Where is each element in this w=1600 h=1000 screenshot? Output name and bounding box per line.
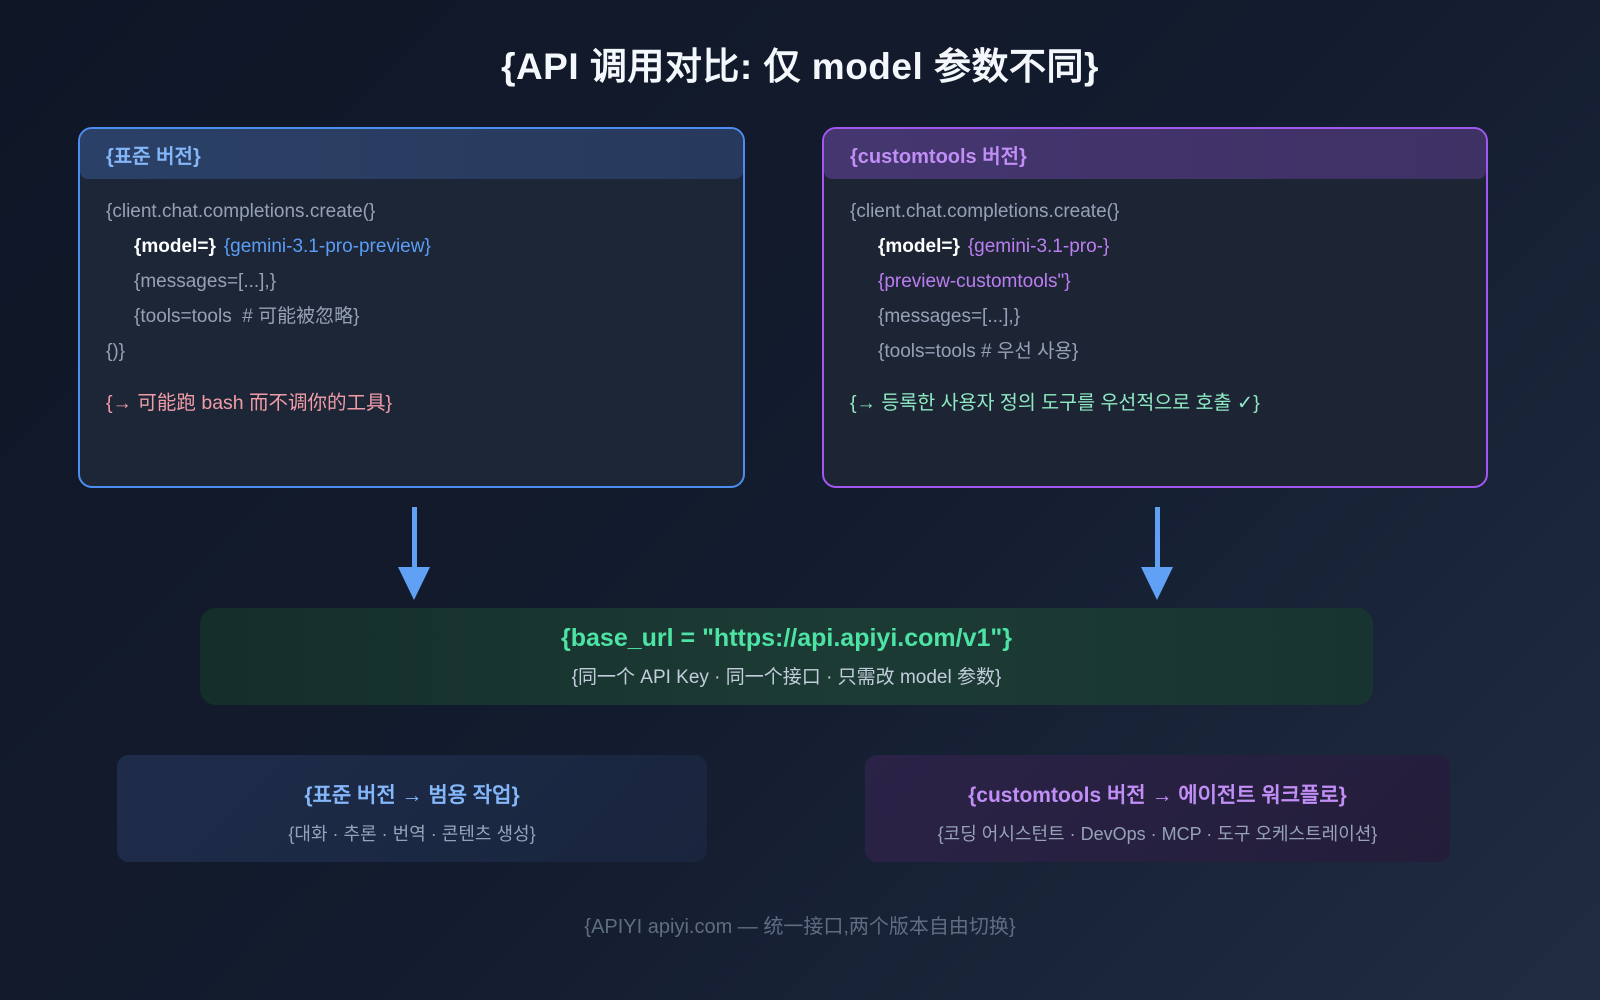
customtools-use-case-card: {customtools 버전 → 에이전트 워크플로} {코딩 어시스턴트 ·…	[865, 755, 1450, 862]
code-line: {)}	[106, 334, 717, 369]
base-url-value: {base_url = "https://api.apiyi.com/v1"}	[561, 624, 1012, 652]
arrow-head-icon	[398, 567, 430, 600]
standard-use-case-card: {표준 버전 → 범용 작업} {대화 · 추론 · 번역 · 콘텐츠 생성}	[117, 755, 707, 862]
code-model-value: {gemini-3.1-pro-preview}	[223, 236, 431, 257]
customtools-card-header: {customtools 버전}	[824, 129, 1486, 179]
code-line: {client.chat.completions.create(}	[850, 194, 1460, 229]
standard-card-header-label: {표준 버전}	[106, 145, 201, 168]
code-text: {messages=[...],}	[134, 271, 277, 292]
arrow-head-icon	[1141, 567, 1173, 600]
code-text: {messages=[...],}	[878, 306, 1021, 327]
customtools-version-card: {customtools 버전} {client.chat.completion…	[822, 127, 1488, 488]
code-text: {tools=tools # 可能被忽略}	[134, 306, 360, 327]
code-line: {messages=[...],}	[106, 264, 717, 299]
standard-card-warning-note: {→ 可能跑 bash 而不调你的工具}	[106, 392, 393, 414]
base-url-subtitle: {同一个 API Key · 同一个接口 · 只需改 model 参数}	[571, 667, 1002, 688]
customtools-use-case-title: {customtools 버전 → 에이전트 워크플로}	[968, 784, 1347, 807]
base-url-box: {base_url = "https://api.apiyi.com/v1"} …	[200, 608, 1373, 705]
code-line: {preview-customtools"}	[850, 264, 1460, 299]
code-text: {tools=tools # 우선 사용}	[878, 341, 1079, 362]
code-line: {client.chat.completions.create(}	[106, 194, 717, 229]
code-line: {model=} {gemini-3.1-pro-}	[850, 229, 1460, 264]
down-arrow-customtools	[1141, 507, 1173, 600]
code-line: {model=} {gemini-3.1-pro-preview}	[106, 229, 717, 264]
code-model-value: {preview-customtools"}	[878, 271, 1071, 292]
code-param-name: {model=}	[134, 236, 216, 257]
code-text: {client.chat.completions.create(}	[106, 201, 376, 222]
customtools-card-header-label: {customtools 버전}	[850, 145, 1027, 168]
code-text: {client.chat.completions.create(}	[850, 201, 1120, 222]
standard-use-case-subtitle: {대화 · 추론 · 번역 · 콘텐츠 생성}	[288, 824, 536, 844]
code-text: {)}	[106, 341, 126, 362]
customtools-card-code-block: {client.chat.completions.create(} {model…	[824, 179, 1486, 416]
standard-card-code-block: {client.chat.completions.create(} {model…	[80, 179, 743, 416]
code-line: {tools=tools # 可能被忽略}	[106, 299, 717, 334]
standard-version-card: {표준 버전} {client.chat.completions.create(…	[78, 127, 745, 488]
standard-use-case-title: {표준 버전 → 범용 작업}	[304, 784, 520, 807]
customtools-card-success-note: {→ 등록한 사용자 정의 도구를 우선적으로 호출 ✓}	[850, 392, 1260, 414]
code-line: {messages=[...],}	[850, 299, 1460, 334]
customtools-use-case-subtitle: {코딩 어시스턴트 · DevOps · MCP · 도구 오케스트레이션}	[937, 824, 1378, 844]
footer-text: {APIYI apiyi.com — 统一接口,两个版本自由切换}	[584, 916, 1016, 938]
code-line: {tools=tools # 우선 사용}	[850, 334, 1460, 369]
code-model-value: {gemini-3.1-pro-}	[967, 236, 1110, 257]
down-arrow-standard	[398, 507, 430, 600]
code-param-name: {model=}	[878, 236, 960, 257]
arrow-stem	[411, 507, 417, 567]
arrow-stem	[1154, 507, 1160, 567]
page-title: {API 调用对比: 仅 model 参数不同}	[501, 46, 1099, 87]
standard-card-header: {표준 버전}	[80, 129, 743, 179]
